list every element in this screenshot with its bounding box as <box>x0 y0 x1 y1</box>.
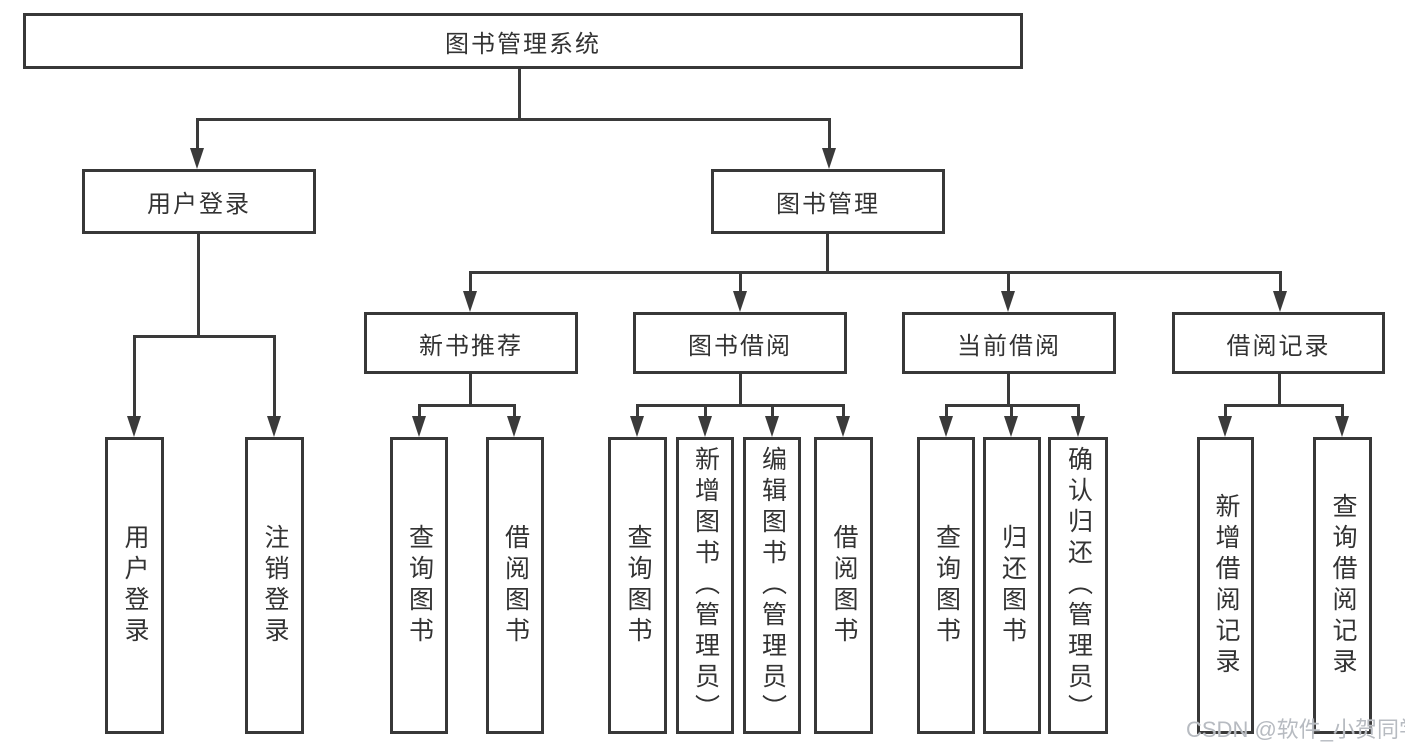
arrow-down-icon <box>836 416 850 437</box>
arrow-down-icon <box>463 291 477 312</box>
node-book-management: 图书管理 <box>711 169 945 234</box>
connector-line <box>704 404 707 418</box>
arrow-down-icon <box>507 416 521 437</box>
connector-line <box>1007 271 1010 293</box>
leaf-edit-book-admin: 编辑图书（管理员） <box>743 437 801 734</box>
arrow-down-icon <box>412 416 426 437</box>
connector-line <box>197 234 200 338</box>
leaf-borrow-query-book: 查询图书 <box>608 437 667 734</box>
arrow-down-icon <box>190 148 204 169</box>
arrow-down-icon <box>127 416 141 437</box>
arrow-down-icon <box>822 148 836 169</box>
connector-line <box>739 374 742 407</box>
leaf-logout: 注销登录 <box>245 437 304 734</box>
leaf-recommend-query-book: 查询图书 <box>390 437 448 734</box>
node-new-book-recommend: 新书推荐 <box>364 312 578 374</box>
connector-line <box>1224 404 1344 407</box>
connector-line <box>1278 374 1281 407</box>
leaf-label: 编辑图书（管理员） <box>758 446 787 725</box>
connector-line <box>196 118 199 150</box>
arrow-down-icon <box>1001 291 1015 312</box>
connector-line <box>945 404 948 418</box>
connector-line <box>636 404 845 407</box>
leaf-add-book-admin: 新增图书（管理员） <box>676 437 734 734</box>
leaf-label: 查询图书 <box>624 523 652 648</box>
leaf-add-borrow-record: 新增借阅记录 <box>1197 437 1254 734</box>
arrow-down-icon <box>1273 291 1287 312</box>
connector-line <box>418 404 516 407</box>
leaf-label: 查询图书 <box>405 523 434 648</box>
connector-line <box>828 118 831 150</box>
connector-line <box>1224 404 1227 418</box>
leaf-label: 借阅图书 <box>501 523 530 648</box>
leaf-label: 注销登录 <box>261 523 289 648</box>
connector-line <box>469 271 1282 274</box>
connector-line <box>1279 271 1282 293</box>
node-current-borrow: 当前借阅 <box>902 312 1116 374</box>
leaf-borrow-book: 借阅图书 <box>814 437 873 734</box>
leaf-label: 新增图书（管理员） <box>691 446 720 725</box>
leaf-confirm-return-admin: 确认归还（管理员） <box>1048 437 1108 734</box>
connector-line <box>842 404 845 418</box>
arrow-down-icon <box>765 416 779 437</box>
connector-line <box>771 404 774 418</box>
leaf-label: 用户登录 <box>121 523 149 648</box>
arrow-down-icon <box>733 291 747 312</box>
leaf-label: 确认归还（管理员） <box>1064 446 1093 725</box>
csdn-watermark: CSDN @软件_小贺同学 <box>1186 717 1405 742</box>
arrow-down-icon <box>939 416 953 437</box>
node-book-borrow: 图书借阅 <box>633 312 847 374</box>
connector-line <box>469 271 472 293</box>
node-borrow-record: 借阅记录 <box>1172 312 1385 374</box>
arrow-down-icon <box>1004 416 1018 437</box>
arrow-down-icon <box>698 416 712 437</box>
arrow-down-icon <box>1218 416 1232 437</box>
connector-line <box>1010 404 1013 418</box>
connector-line <box>469 374 472 407</box>
connector-line <box>826 234 829 274</box>
connector-line <box>518 68 521 120</box>
arrow-down-icon <box>1071 416 1085 437</box>
leaf-current-query-book: 查询图书 <box>917 437 975 734</box>
leaf-return-book: 归还图书 <box>983 437 1041 734</box>
leaf-label: 查询图书 <box>932 523 961 648</box>
leaf-user-login: 用户登录 <box>105 437 164 734</box>
node-user-login: 用户登录 <box>82 169 316 234</box>
leaf-label: 新增借阅记录 <box>1212 492 1240 679</box>
arrow-down-icon <box>267 416 281 437</box>
leaf-query-borrow-record: 查询借阅记录 <box>1313 437 1372 734</box>
leaf-label: 归还图书 <box>998 523 1027 648</box>
connector-line <box>636 404 639 418</box>
arrow-down-icon <box>630 416 644 437</box>
connector-line <box>1341 404 1344 418</box>
leaf-label: 借阅图书 <box>830 523 858 648</box>
connector-line <box>196 118 831 121</box>
connector-line <box>1007 374 1010 407</box>
leaf-recommend-borrow-book: 借阅图书 <box>486 437 544 734</box>
connector-line <box>273 335 276 417</box>
connector-line <box>133 335 276 338</box>
leaf-label: 查询借阅记录 <box>1329 492 1357 679</box>
connector-line <box>513 404 516 418</box>
connector-line <box>133 335 136 417</box>
arrow-down-icon <box>1335 416 1349 437</box>
connector-line <box>739 271 742 293</box>
node-root: 图书管理系统 <box>23 13 1023 69</box>
connector-line <box>1077 404 1080 418</box>
connector-line <box>418 404 421 418</box>
